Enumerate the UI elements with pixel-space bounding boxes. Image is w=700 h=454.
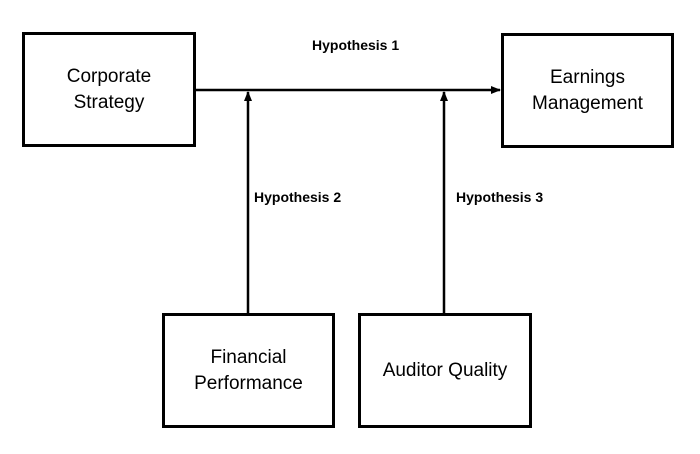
financial-performance-label-line-2: Performance [194, 372, 303, 394]
corporate-strategy-box: Corporate Strategy [22, 32, 196, 147]
hypothesis-2-label: Hypothesis 2 [254, 189, 342, 205]
earnings-management-label-line-1: Earnings [550, 66, 625, 88]
hypothesis-1-label: Hypothesis 1 [312, 37, 400, 53]
auditor-quality-box: Auditor Quality [358, 313, 532, 428]
corporate-strategy-label-line: Corporate Strategy [66, 65, 152, 113]
financial-performance-box: Financial Performance [162, 313, 335, 428]
earnings-management-label-line-2: Management [532, 92, 643, 114]
auditor-quality-label: Auditor Quality [383, 358, 508, 384]
financial-performance-label: Financial Performance [194, 345, 303, 396]
hypothesis-3-label: Hypothesis 3 [456, 189, 544, 205]
earnings-management-box: Earnings Management [501, 33, 674, 148]
earnings-management-label: Earnings Management [532, 65, 643, 116]
financial-performance-label-line-1: Financial [210, 346, 287, 368]
corporate-strategy-label: Corporate Strategy [31, 64, 187, 115]
auditor-quality-label-line: Auditor Quality [382, 359, 508, 381]
